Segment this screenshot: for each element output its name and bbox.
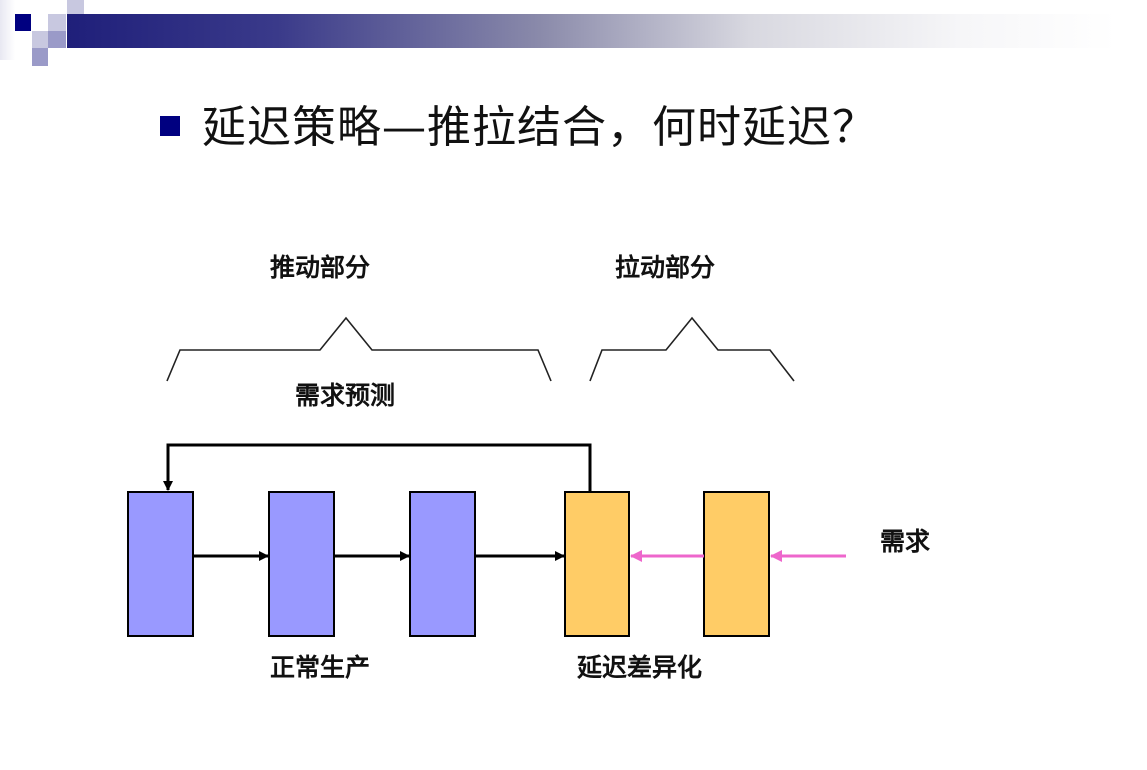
slide-title: 延迟策略—推拉结合，何时延迟？ [160, 92, 877, 154]
postponed-differentiation-label: 延迟差异化 [577, 653, 703, 682]
push-stage-3-box [409, 491, 476, 637]
pull-bracket [589, 316, 795, 382]
push-bracket [166, 316, 552, 382]
title-text: 延迟策略—推拉结合，何时延迟？ [202, 102, 877, 153]
feedback-arrow [163, 443, 592, 492]
header-gradient-bar [67, 14, 1117, 48]
pull-stage-2-box [703, 491, 770, 637]
demand-forecast-label: 需求预测 [295, 381, 396, 410]
pull-stage-1-box [564, 491, 630, 637]
title-bullet-icon [160, 116, 180, 136]
push-stage-2-box [268, 491, 335, 637]
push-stage-1-box [127, 491, 194, 637]
pull-arrow-5-4-head [630, 550, 642, 562]
pull-arrow-demand-5-head [770, 550, 782, 562]
demand-label: 需求 [880, 527, 931, 556]
normal-production-label: 正常生产 [270, 653, 371, 682]
pull-part-label: 拉动部分 [615, 253, 716, 282]
push-part-label: 推动部分 [270, 253, 371, 282]
